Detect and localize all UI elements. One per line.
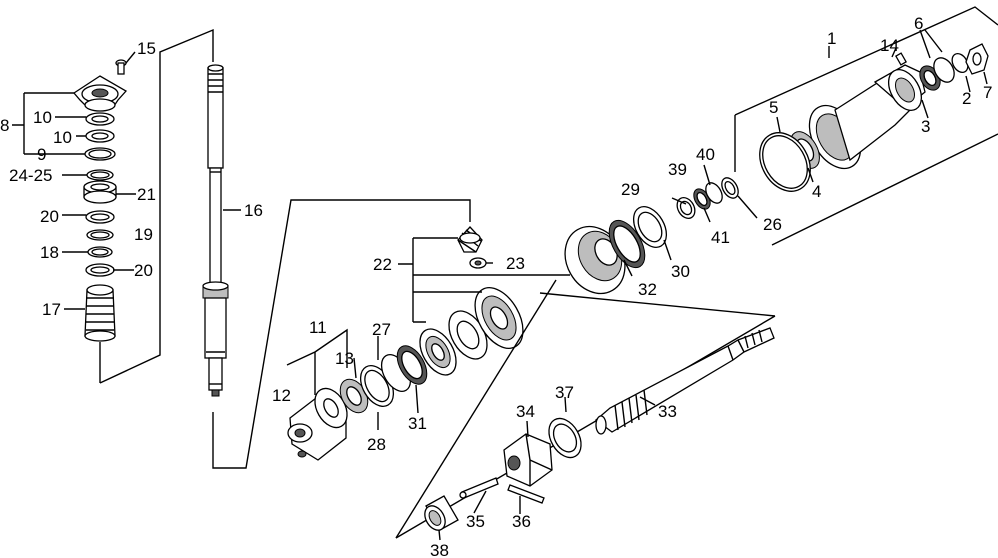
callout-30: 30 [671, 262, 690, 281]
callout-7: 7 [983, 83, 992, 102]
part-11-gear [314, 387, 348, 429]
callout-40: 40 [696, 145, 715, 164]
part-37-spring [548, 417, 582, 459]
callout-41: 41 [711, 228, 730, 247]
callout-32: 32 [638, 280, 657, 299]
callout-9: 9 [37, 145, 46, 164]
callout-13: 13 [335, 349, 354, 368]
callout-10-b: 10 [53, 128, 72, 147]
center-gear-stack [287, 287, 524, 461]
callout-23: 23 [506, 254, 525, 273]
part-2-washer [951, 53, 969, 73]
callout-17: 17 [42, 300, 61, 319]
callout-34: 34 [516, 402, 535, 421]
part-17-boot [84, 284, 116, 342]
callout-20-b: 20 [134, 261, 153, 280]
callout-3: 3 [921, 117, 930, 136]
callout-5: 5 [769, 98, 778, 117]
part-6-bearings [919, 57, 955, 91]
callout-28: 28 [367, 435, 386, 454]
part-38-sleeve [424, 495, 459, 531]
lower-leaders [438, 396, 656, 541]
part-22-pinion [457, 226, 483, 253]
part-40-ring [705, 182, 723, 204]
callout-36: 36 [512, 512, 531, 531]
callout-37: 37 [555, 383, 574, 402]
callout-6: 6 [914, 14, 923, 33]
part-7-tab-washer [965, 43, 989, 75]
callout-20-a: 20 [40, 207, 59, 226]
part-16-drive-shaft [202, 64, 229, 397]
callout-15: 15 [137, 39, 156, 58]
callout-18: 18 [40, 243, 59, 262]
part-5-oring [759, 132, 811, 192]
right-leaders [776, 29, 988, 183]
callout-16: 16 [244, 201, 263, 220]
part-3-bearing-carrier [808, 64, 926, 170]
shaft-link-bracket [212, 199, 471, 469]
left-seal-stack [73, 59, 128, 383]
part-23-nut [469, 257, 487, 269]
callout-2: 2 [962, 89, 971, 108]
part-21-bearing [83, 180, 117, 204]
center-leaders [286, 164, 776, 539]
part-15-bolt [115, 59, 127, 75]
callout-27: 27 [372, 320, 391, 339]
part-35-pin [459, 477, 499, 499]
callout-38: 38 [430, 541, 449, 558]
callout-labels: 1 2 3 4 5 6 7 8 9 10 10 11 12 13 14 15 1… [0, 14, 992, 558]
callout-31: 31 [408, 414, 427, 433]
part-34-clutch-dog [503, 433, 553, 487]
callout-4: 4 [812, 182, 821, 201]
callout-11: 11 [309, 318, 327, 337]
left-leaders [12, 28, 214, 384]
callout-19: 19 [134, 225, 153, 244]
callout-14: 14 [880, 36, 899, 55]
callout-1: 1 [827, 29, 836, 48]
part-bearing-cup [419, 328, 457, 376]
part-8-housing [73, 75, 128, 112]
part-31-bearing [396, 345, 428, 385]
part-1-housing-frame [734, 6, 998, 246]
callout-12: 12 [272, 386, 291, 405]
part-36-pin [507, 484, 545, 504]
part-reverse-gear [474, 287, 524, 349]
part-14-bolt [895, 52, 907, 66]
part-32-bevel-gear [564, 225, 626, 295]
callout-33: 33 [658, 402, 677, 421]
callout-35: 35 [466, 512, 485, 531]
callout-39: 39 [668, 160, 687, 179]
part-bearing-race [448, 310, 488, 360]
callout-22: 22 [373, 255, 392, 274]
callout-10-a: 10 [33, 108, 52, 127]
callout-29: 29 [621, 180, 640, 199]
part-33-propeller-shaft [594, 327, 775, 435]
callout-26: 26 [763, 215, 782, 234]
part-13-bearing [339, 378, 369, 414]
callout-24-25: 24-25 [9, 166, 52, 185]
callout-21: 21 [137, 185, 156, 204]
callout-8: 8 [0, 116, 9, 135]
